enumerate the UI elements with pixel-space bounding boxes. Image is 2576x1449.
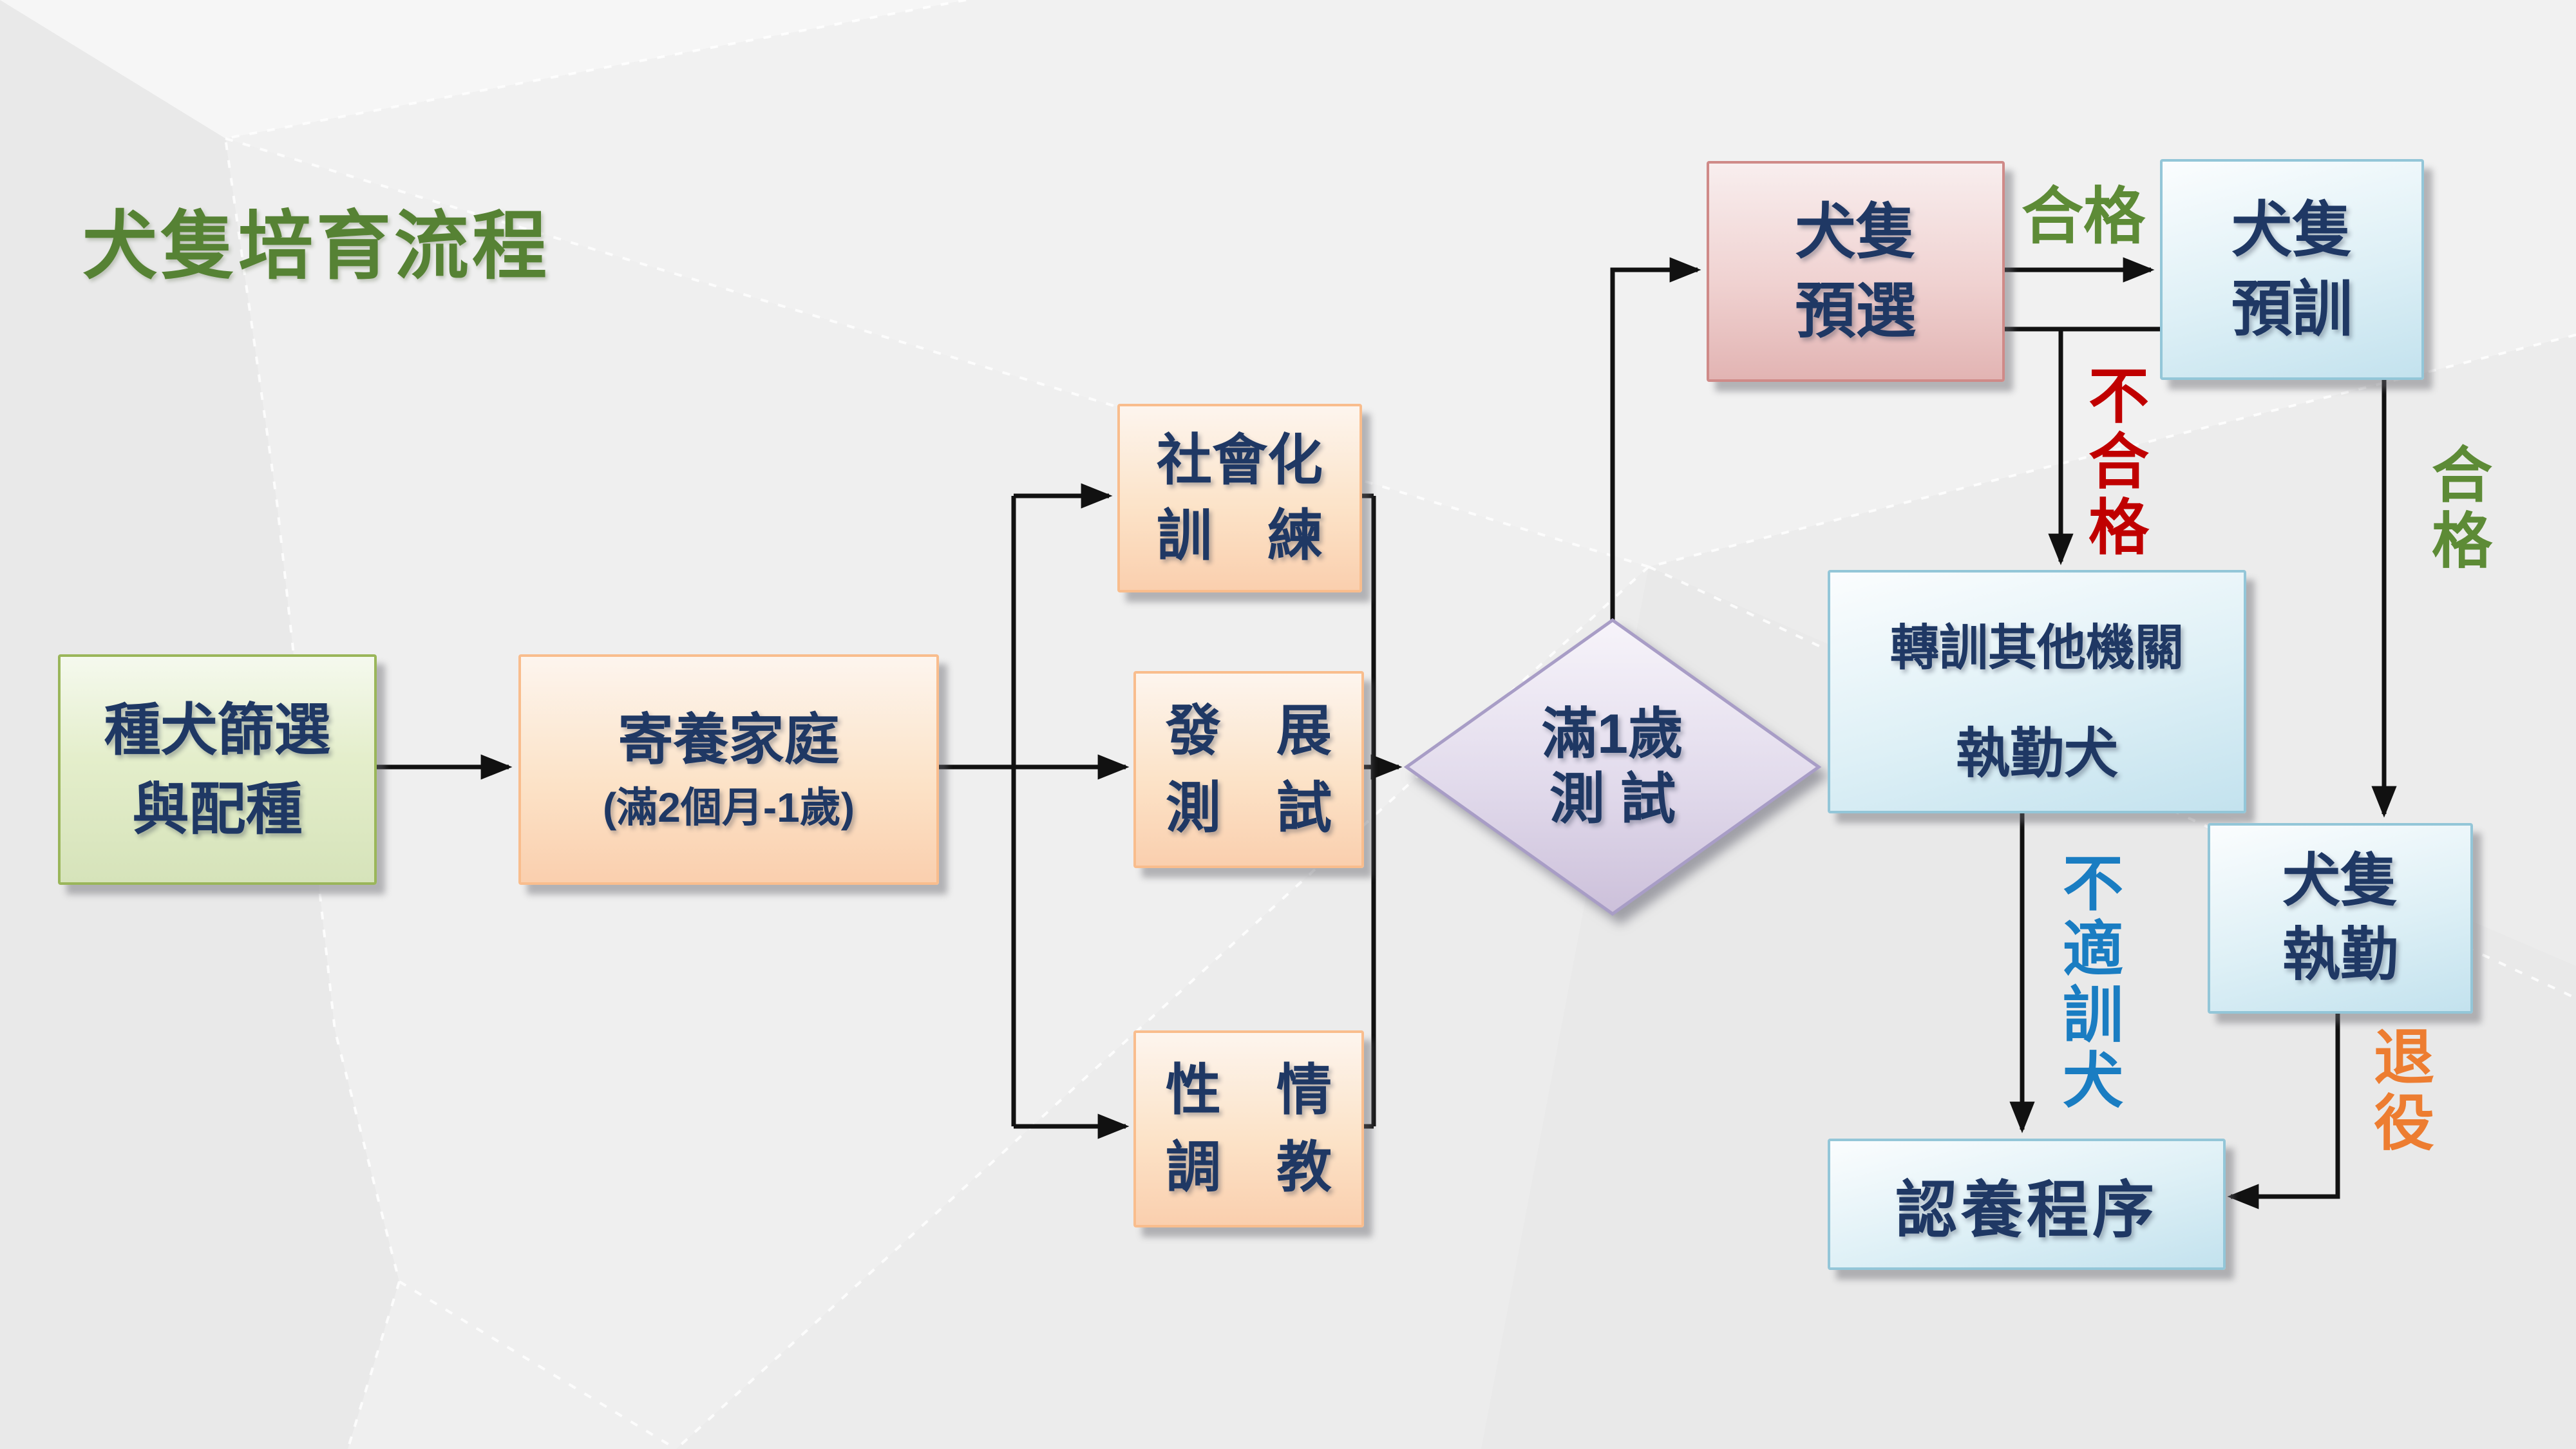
decision-age-test-shape	[1401, 615, 1824, 919]
connector-foster-split	[934, 496, 1016, 1126]
node-socialization-training-line2: 訓 練	[1157, 504, 1323, 567]
diamond-icon	[1403, 618, 1822, 916]
node-dog-pretraining-line2: 預訓	[2231, 274, 2353, 343]
edge-label-unfit-for-training: 不適訓犬	[2054, 851, 2122, 1114]
arrow-not-qualified-to-transfer	[2000, 327, 2160, 562]
node-dog-preselection-line1: 犬隻	[1795, 198, 1917, 266]
node-development-test-line1: 發 展	[1166, 699, 1332, 762]
node-temperament-training: 性 情 調 教	[1133, 1030, 1364, 1227]
arrow-test-to-preselection	[1610, 257, 1701, 620]
decision-age-test-line2: 測 試	[1549, 768, 1676, 830]
node-adoption-procedure-line1: 認養程序	[1895, 1175, 2158, 1245]
node-dog-pretraining: 犬隻 預訓	[2160, 159, 2424, 380]
edge-label-not-qualified: 不合格	[2080, 364, 2148, 561]
node-dog-on-duty-line2: 執勤	[2282, 923, 2398, 987]
page-title: 犬隻培育流程	[82, 204, 550, 288]
node-development-test: 發 展 測 試	[1133, 671, 1364, 868]
node-breeding-selection-line2: 與配種	[132, 777, 303, 841]
edge-label-qualified-right: 合格	[2423, 443, 2491, 574]
node-socialization-training-line1: 社會化	[1157, 430, 1323, 492]
node-dog-on-duty-line1: 犬隻	[2282, 848, 2398, 913]
node-dog-preselection: 犬隻 預選	[1707, 161, 2005, 382]
connector-training-merge	[1356, 493, 1376, 1129]
edge-label-retired: 退役	[2365, 1025, 2433, 1157]
node-foster-family: 寄養家庭 (滿2個月-1歲)	[518, 654, 939, 885]
node-dog-preselection-line2: 預選	[1795, 276, 1917, 345]
node-socialization-training: 社會化 訓 練	[1117, 404, 1362, 592]
node-transfer-other-agency-line2: 執勤犬	[1955, 723, 2118, 784]
node-transfer-other-agency-line1: 轉訓其他機關	[1890, 621, 2184, 676]
decision-age-test: 滿1歲 測 試	[1401, 615, 1824, 919]
node-temperament-training-line1: 性 情	[1166, 1059, 1332, 1121]
node-breeding-selection-line1: 種犬篩選	[104, 697, 331, 762]
node-dog-pretraining-line1: 犬隻	[2231, 196, 2353, 264]
node-temperament-training-line2: 調 教	[1166, 1137, 1332, 1198]
decision-age-test-line1: 滿1歲	[1542, 703, 1683, 765]
edge-label-qualified-top: 合格	[2022, 182, 2145, 251]
node-dog-on-duty: 犬隻 執勤	[2208, 823, 2473, 1014]
node-adoption-procedure: 認養程序	[1828, 1139, 2226, 1270]
arrow-duty-to-adoption	[2227, 1009, 2340, 1209]
node-foster-family-line2: (滿2個月-1歲)	[602, 784, 855, 831]
node-transfer-other-agency: 轉訓其他機關 執勤犬	[1828, 570, 2246, 813]
node-development-test-line2: 測 試	[1166, 777, 1332, 839]
node-breeding-selection: 種犬篩選 與配種	[58, 654, 377, 885]
node-foster-family-line1: 寄養家庭	[618, 709, 840, 772]
